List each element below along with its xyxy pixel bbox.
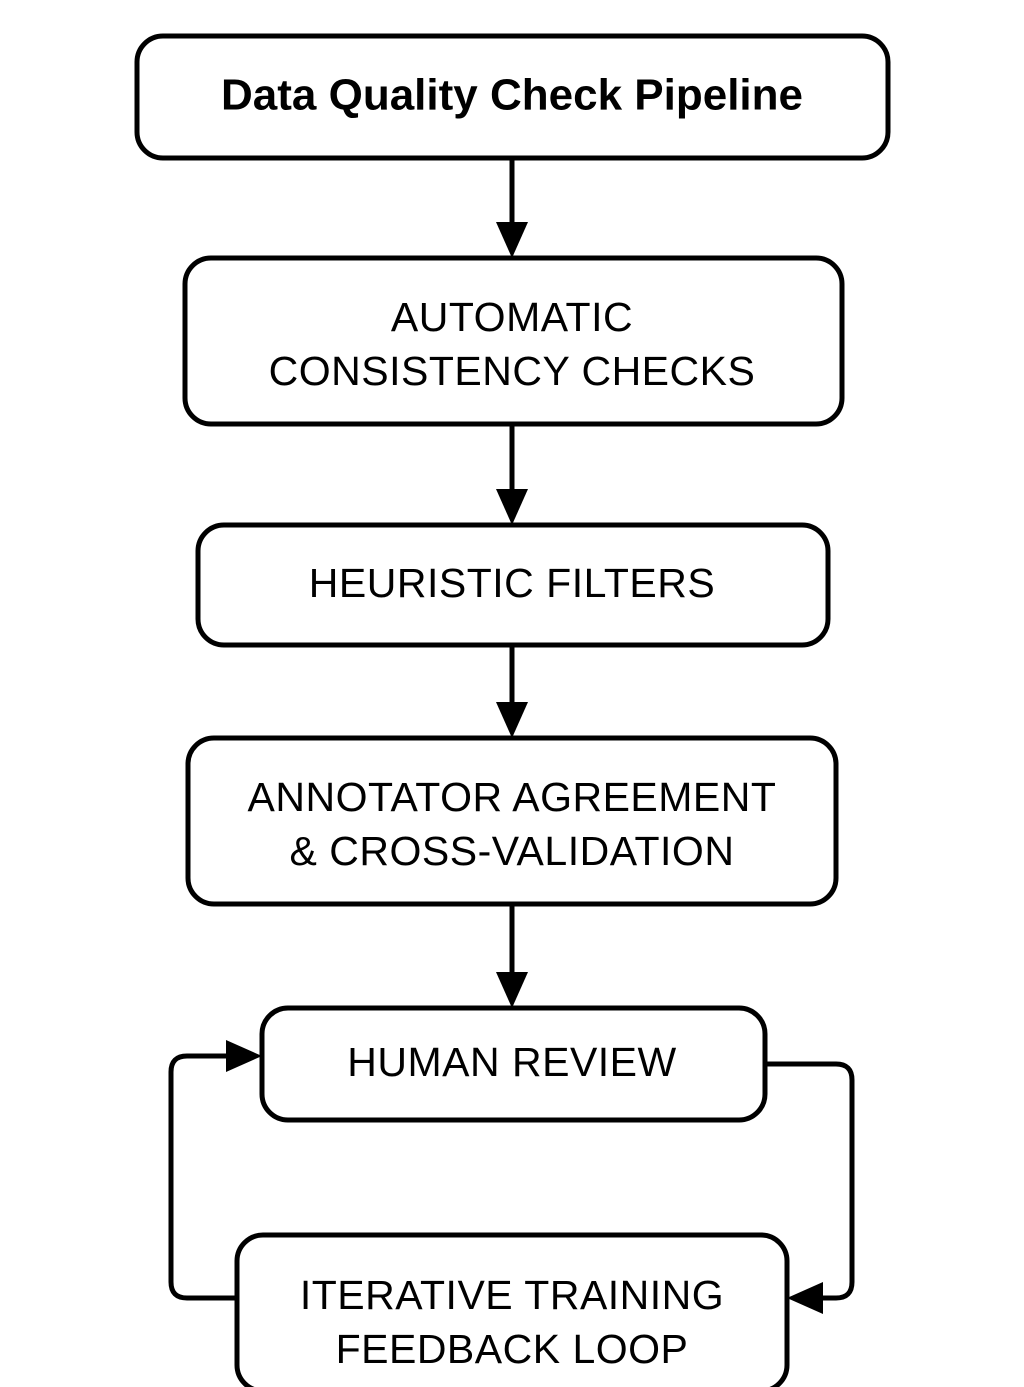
node-human-review-label: HUMAN REVIEW <box>347 1039 676 1085</box>
arrowhead-icon <box>496 222 528 258</box>
edge-title-to-automatic-consistency-checks <box>496 158 528 258</box>
node-annotator-agreement-label-line-2: & CROSS-VALIDATION <box>290 828 735 874</box>
arrowhead-icon <box>496 489 528 525</box>
arrowhead-icon <box>787 1282 823 1314</box>
node-automatic-consistency-checks[interactable]: AUTOMATIC CONSISTENCY CHECKS <box>182 255 845 427</box>
node-title-label: Data Quality Check Pipeline <box>221 71 803 120</box>
node-title[interactable]: Data Quality Check Pipeline <box>134 33 891 161</box>
node-annotator-agreement-label-line-1: ANNOTATOR AGREEMENT <box>248 774 777 820</box>
node-heuristic-filters-label: HEURISTIC FILTERS <box>309 560 715 606</box>
node-human-review[interactable]: HUMAN REVIEW <box>259 1005 768 1123</box>
arrowhead-icon <box>226 1040 262 1072</box>
edge-heuristic-filters-to-annotator-agreement <box>496 645 528 738</box>
node-annotator-agreement[interactable]: ANNOTATOR AGREEMENT & CROSS-VALIDATION <box>185 735 839 907</box>
edge-line <box>765 1061 855 1301</box>
node-title-shape[interactable] <box>134 33 891 161</box>
node-human-review-shape[interactable] <box>259 1005 768 1123</box>
node-annotator-agreement-shape[interactable] <box>185 735 839 907</box>
edge-human-review-to-iterative-training-feedback-loop <box>765 1061 855 1314</box>
arrowhead-icon <box>496 972 528 1008</box>
node-automatic-consistency-checks-shape[interactable] <box>182 255 845 427</box>
edge-annotator-agreement-to-human-review <box>496 904 528 1008</box>
node-heuristic-filters-shape[interactable] <box>195 522 831 648</box>
edge-automatic-consistency-checks-to-heuristic-filters <box>496 424 528 525</box>
node-automatic-consistency-checks-label-line-1: AUTOMATIC <box>391 294 633 340</box>
edge-iterative-training-feedback-loop-to-human-review <box>168 1040 262 1301</box>
edge-line <box>168 1053 242 1301</box>
node-iterative-training-feedback-loop-label-line-1: ITERATIVE TRAINING <box>300 1272 724 1318</box>
arrowhead-icon <box>496 702 528 738</box>
node-heuristic-filters[interactable]: HEURISTIC FILTERS <box>195 522 831 648</box>
node-iterative-training-feedback-loop[interactable]: ITERATIVE TRAINING FEEDBACK LOOP <box>234 1232 790 1387</box>
node-iterative-training-feedback-loop-shape[interactable] <box>234 1232 790 1387</box>
node-automatic-consistency-checks-label-line-2: CONSISTENCY CHECKS <box>269 348 756 394</box>
node-iterative-training-feedback-loop-label-line-2: FEEDBACK LOOP <box>336 1326 689 1372</box>
